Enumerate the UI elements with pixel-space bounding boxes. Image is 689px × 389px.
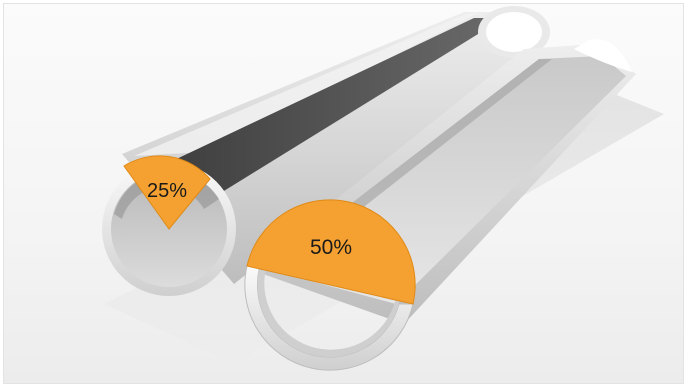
pipes-illustration: 25% 50% [102, 6, 664, 371]
quarter-section-highlight [123, 155, 211, 230]
product-image-frame: 25% 50% [3, 3, 684, 384]
half-section-highlight [246, 199, 416, 305]
quarter-percentage-label: 25% [147, 180, 187, 202]
full-pipe: 25% [102, 6, 550, 296]
half-percentage-label: 50% [310, 236, 352, 259]
half-pipe: 50% [244, 39, 636, 371]
